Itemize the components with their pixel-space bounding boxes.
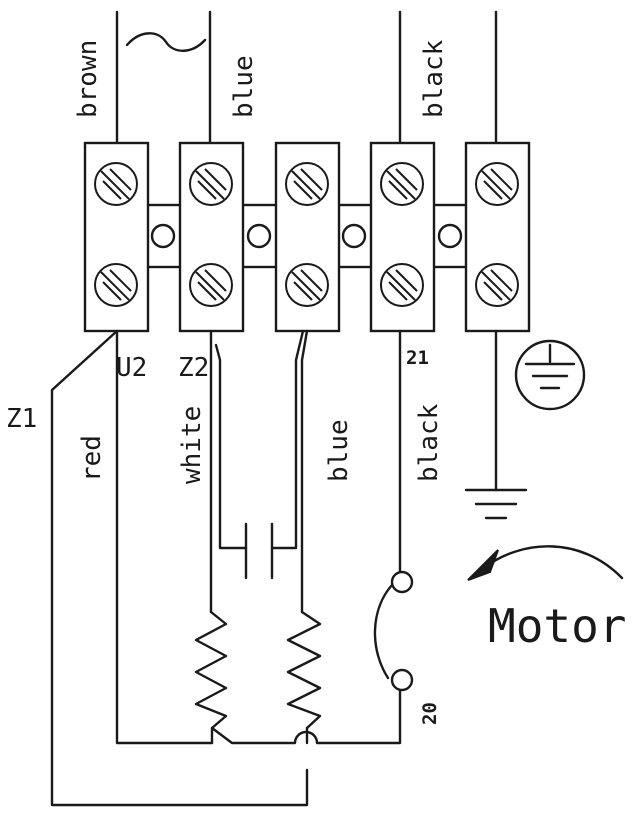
terminal-4 — [369, 141, 436, 333]
ac-supply-icon — [125, 32, 207, 52]
terminal-bridges — [144, 203, 470, 269]
brown-wire-label: brown — [73, 40, 103, 118]
blue-lower-wire-label: blue — [324, 419, 354, 482]
winding-icon — [286, 610, 322, 730]
rotation-arrow-icon — [467, 545, 624, 581]
switch-icon — [373, 570, 414, 692]
ground-icon — [464, 488, 528, 520]
terminal-block — [83, 141, 531, 333]
motor-wiring — [50, 329, 498, 807]
terminal-label-z2: Z2 — [178, 353, 209, 383]
terminal-1 — [83, 141, 150, 333]
terminal-label-u2: U2 — [116, 353, 147, 383]
white-wire-label: white — [177, 406, 207, 484]
terminal-label-20: 20 — [419, 702, 441, 725]
terminal-3 — [274, 141, 341, 333]
winding-icon — [194, 610, 228, 730]
blue-wire-label: blue — [229, 55, 259, 118]
motor-label: Motor — [488, 599, 626, 653]
earth-icon — [514, 339, 586, 411]
black-lower-wire-label: black — [414, 403, 444, 482]
red-wire-label: red — [77, 435, 107, 482]
incoming-wires — [115, 10, 498, 145]
terminal-label-z1: Z1 — [6, 404, 37, 434]
terminal-2 — [178, 141, 245, 333]
terminal-5 — [464, 141, 531, 333]
terminal-label-21: 21 — [406, 347, 429, 369]
black-wire-label: black — [419, 39, 449, 118]
capacitor-icon — [244, 522, 274, 580]
